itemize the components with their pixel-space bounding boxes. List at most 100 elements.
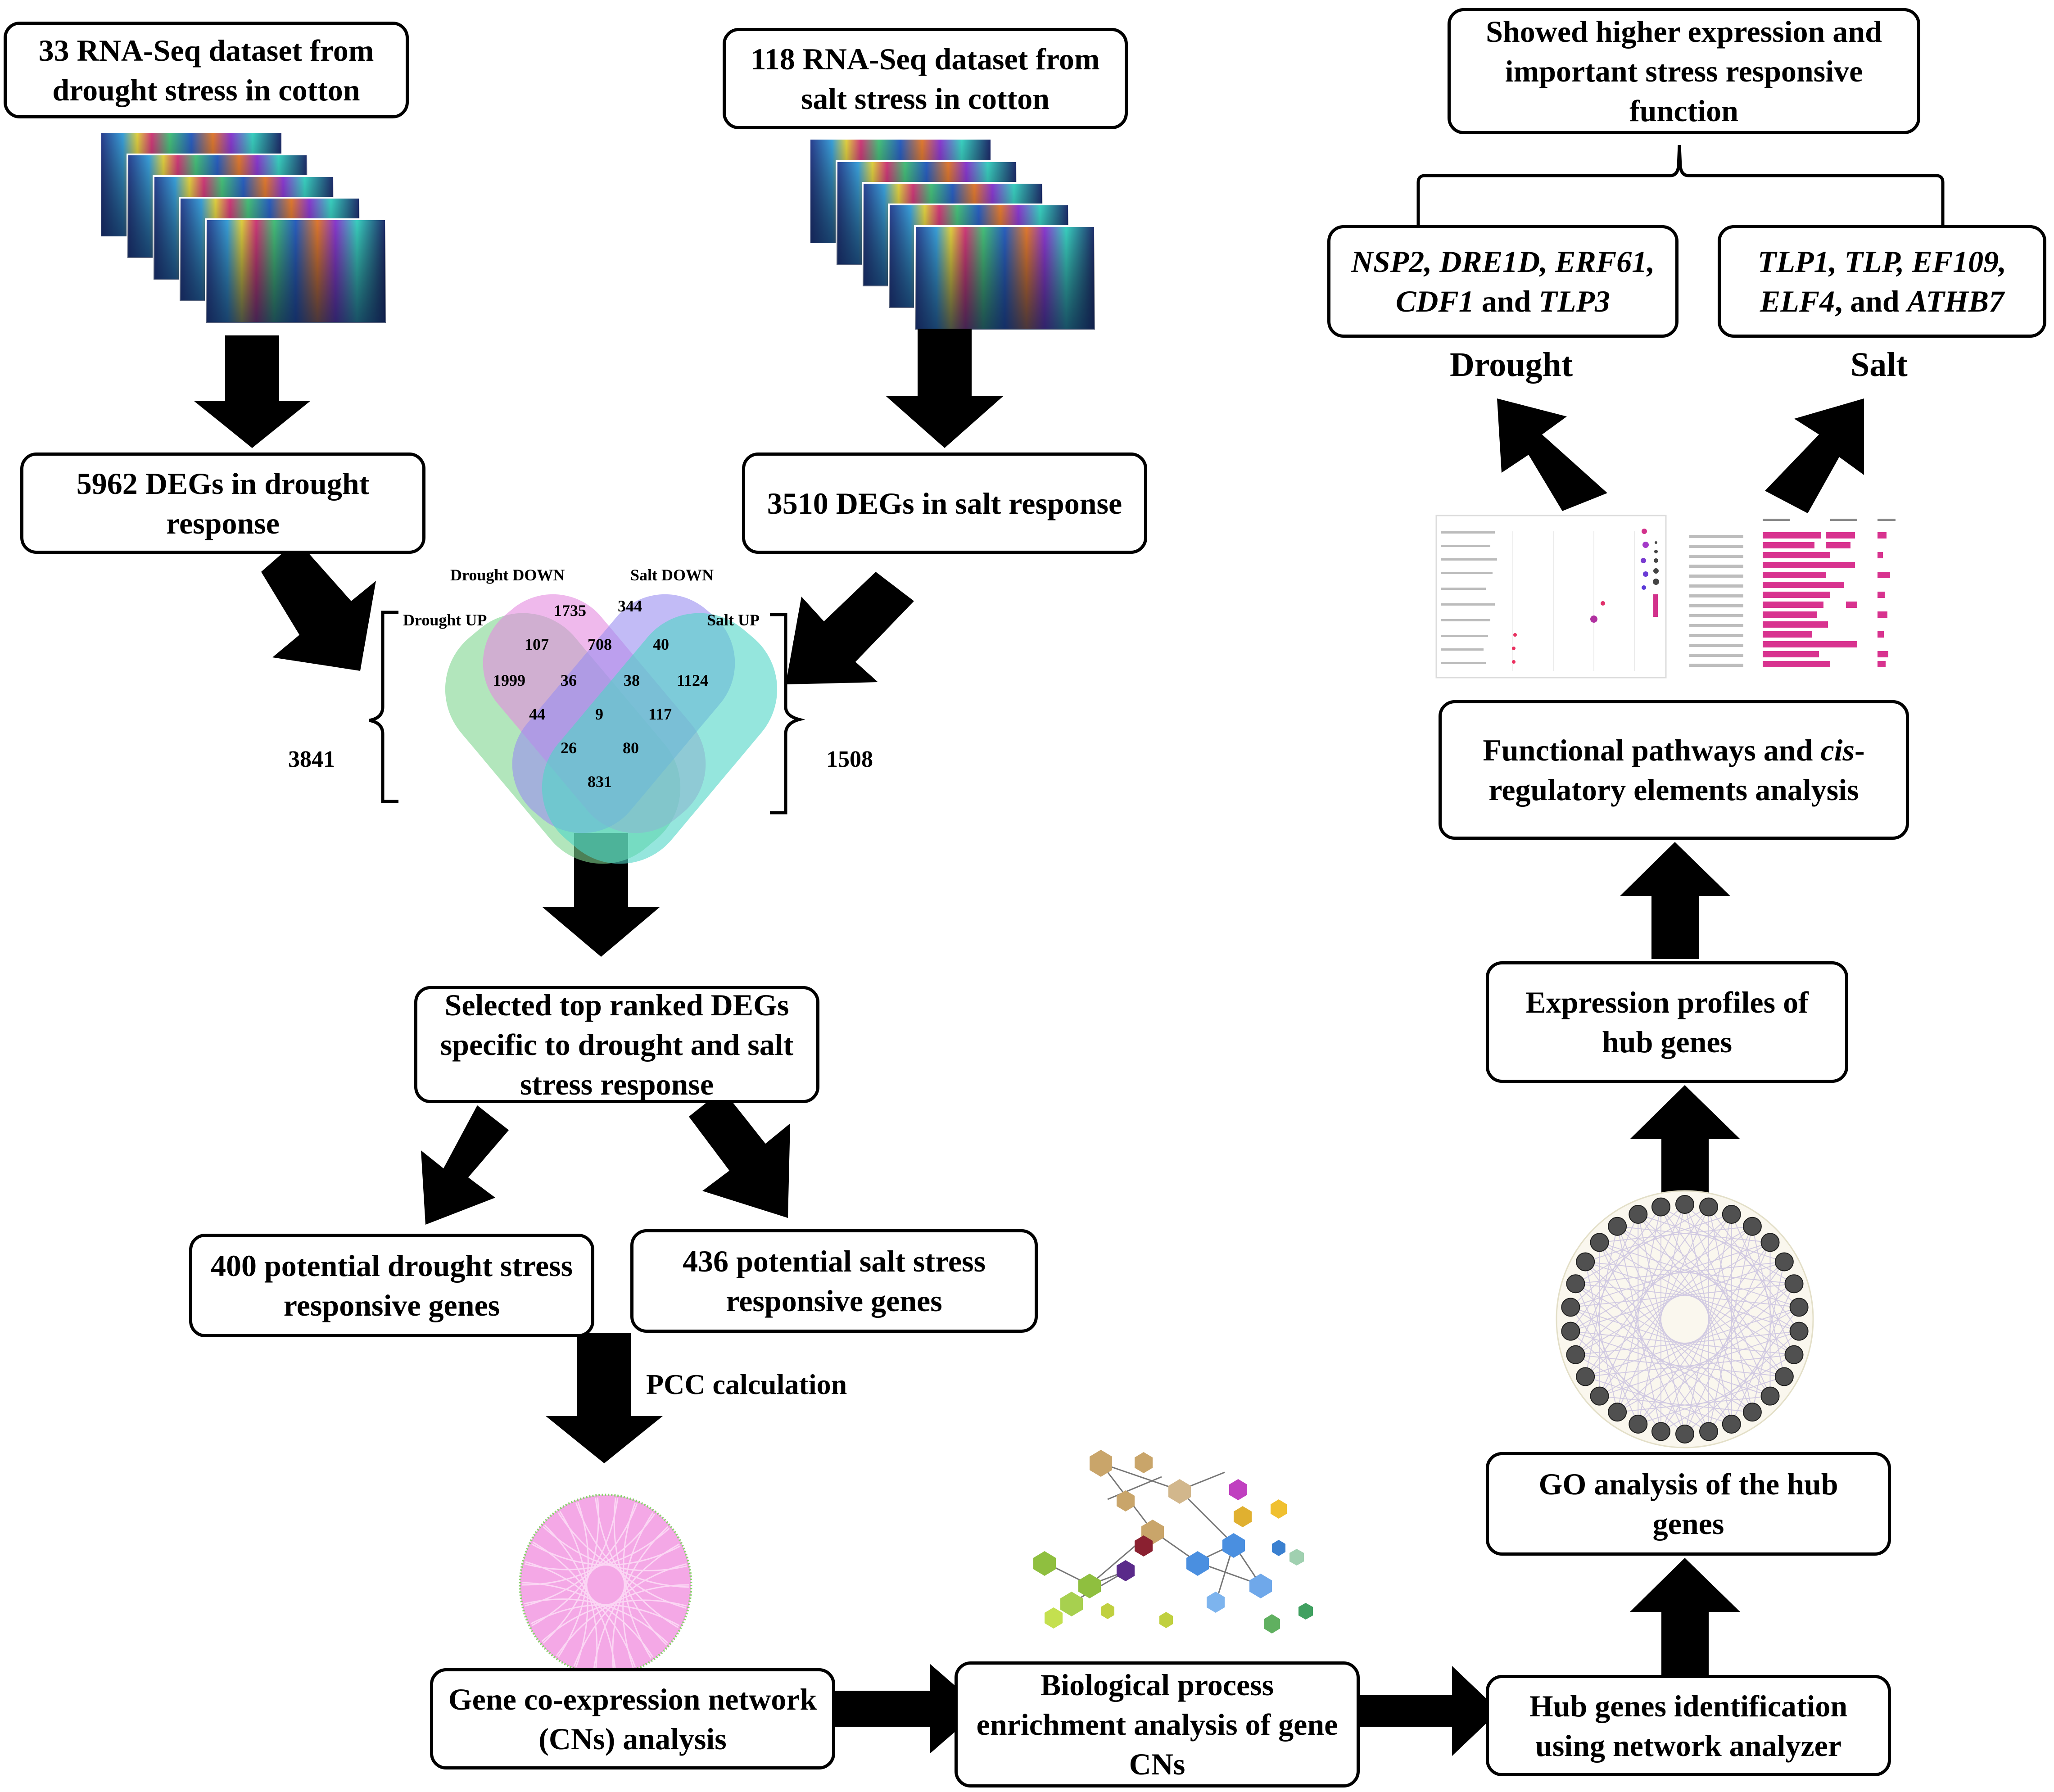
top-brace — [1416, 145, 1945, 225]
network-edge — [1660, 1354, 1795, 1432]
go-enrichment-network — [1033, 1450, 1313, 1634]
network-edge — [1585, 1261, 1753, 1413]
network-edge — [1575, 1283, 1771, 1397]
network-node — [1651, 1197, 1670, 1217]
network-edge — [1570, 1261, 1785, 1332]
network-edge — [1684, 1330, 1800, 1435]
arrow-down-salt-degs — [886, 329, 1003, 448]
network-node — [1629, 1205, 1648, 1224]
venn-count: 40 — [653, 635, 669, 653]
bracket-left-total: 3841 — [288, 747, 335, 772]
functional-pathways-box: Functional pathways and cis-regulatory e… — [1439, 700, 1909, 840]
hub-identification-text: Hub genes identification using network a… — [1529, 1688, 1848, 1763]
network-edge — [1575, 1283, 1639, 1425]
venn-label-salt-up: Salt UP — [707, 611, 760, 629]
network-edge — [1570, 1226, 1753, 1332]
arrow-right-coexpr-to-bio — [835, 1664, 982, 1754]
network-edge — [1751, 1262, 1785, 1412]
network-edge — [1638, 1242, 1771, 1425]
network-edge — [1599, 1242, 1795, 1355]
pathway-bubble-plot — [1435, 515, 1667, 679]
drought-dataset-text: 33 RNA-Seq dataset from drought stress i… — [38, 33, 374, 107]
network-edge — [1585, 1206, 1709, 1377]
showed-higher-text: Showed higher expression and important s… — [1486, 14, 1882, 128]
salt-label: Salt — [1850, 346, 1908, 384]
network-node — [1784, 1345, 1804, 1364]
network-edge — [1638, 1283, 1795, 1425]
network-edge — [1599, 1214, 1732, 1397]
venn-count: 44 — [529, 705, 545, 723]
drought-label: Drought — [1450, 346, 1573, 384]
drought-degs-box: 5962 DEGs in drought response — [20, 453, 425, 554]
venn-count: 26 — [561, 739, 577, 757]
go-analysis-text: GO analysis of the hub genes — [1538, 1467, 1838, 1541]
bio-process-box: Biological process enrichment analysis o… — [955, 1661, 1360, 1787]
network-node — [1722, 1414, 1741, 1434]
network-edge — [1617, 1226, 1661, 1432]
right-bracket — [770, 613, 805, 815]
venn-count: 107 — [525, 635, 549, 653]
arrow-up-expression-to-functional — [1620, 842, 1730, 959]
network-edge — [1660, 1226, 1753, 1432]
network-edge — [1575, 1354, 1784, 1377]
venn-count: 708 — [588, 635, 612, 653]
network-edge — [1731, 1283, 1795, 1425]
network-node — [1699, 1422, 1719, 1441]
network-edge — [1599, 1330, 1799, 1397]
network-edge — [1660, 1261, 1785, 1432]
network-node — [1789, 1298, 1809, 1317]
network-edge — [1599, 1204, 1685, 1397]
network-node — [1675, 1195, 1694, 1214]
venn-count: 36 — [561, 671, 577, 689]
network-node — [1760, 1386, 1780, 1406]
network-edge — [1575, 1330, 1799, 1355]
network-node — [1722, 1205, 1741, 1224]
arrow-diag-up-right-salt — [1765, 398, 1864, 513]
network-edge — [1617, 1207, 1709, 1412]
arrow-diag-salt-to-venn — [786, 572, 914, 684]
network-node — [1590, 1233, 1609, 1252]
coexpression-edge — [573, 1563, 687, 1667]
network-edge — [1660, 1206, 1795, 1285]
network-edge — [1575, 1354, 1709, 1432]
network-node — [1760, 1233, 1780, 1252]
arrow-right-bio-to-hub — [1360, 1666, 1499, 1756]
network-edge — [1617, 1207, 1661, 1412]
venn-set-salt-up — [542, 613, 778, 864]
salt-genes-box: 436 potential salt stress responsive gen… — [630, 1229, 1038, 1333]
drought-degs-text: 5962 DEGs in drought response — [76, 466, 370, 540]
salt-dataset-box: 118 RNA-Seq dataset from salt stress in … — [723, 28, 1128, 129]
functional-pathways-text: Functional pathways and cis-regulatory e… — [1483, 733, 1865, 807]
network-edge — [1585, 1354, 1794, 1377]
bracket-right-total: 1508 — [826, 747, 873, 772]
network-edge — [1684, 1242, 1771, 1435]
arrow-diag-drought-to-venn — [261, 540, 376, 671]
coexpression-box: Gene co-expression network (CNs) analysi… — [430, 1668, 835, 1769]
venn-count: 117 — [648, 705, 672, 723]
venn-count: 80 — [623, 739, 639, 757]
network-edge — [1585, 1261, 1709, 1432]
network-edge — [1684, 1214, 1732, 1435]
network-node — [1629, 1414, 1648, 1434]
network-node — [1774, 1367, 1794, 1386]
network-edge — [1570, 1307, 1661, 1432]
network-edge — [1708, 1307, 1800, 1432]
salt-genes-text: 436 potential salt stress responsive gen… — [682, 1244, 986, 1318]
network-edge — [1599, 1283, 1795, 1397]
salt-degs-text: 3510 DEGs in salt response — [767, 486, 1122, 520]
network-edge — [1617, 1395, 1770, 1413]
network-node — [1561, 1298, 1580, 1317]
network-node — [1608, 1403, 1627, 1422]
network-edge — [1617, 1261, 1785, 1413]
network-edge — [1570, 1330, 1685, 1435]
network-edge — [1585, 1262, 1618, 1412]
network-edge — [1575, 1242, 1771, 1355]
drought-hub-genes-box: NSP2, DRE1D, ERF61,CDF1 and TLP3 — [1327, 225, 1678, 338]
salt-degs-box: 3510 DEGs in salt response — [742, 453, 1147, 554]
network-edge — [1585, 1261, 1794, 1285]
cis-italic: cis — [1820, 733, 1855, 767]
network-edge — [1599, 1242, 1799, 1308]
network-edge — [1751, 1226, 1785, 1377]
network-edge — [1599, 1226, 1752, 1243]
network-node — [1651, 1422, 1670, 1441]
